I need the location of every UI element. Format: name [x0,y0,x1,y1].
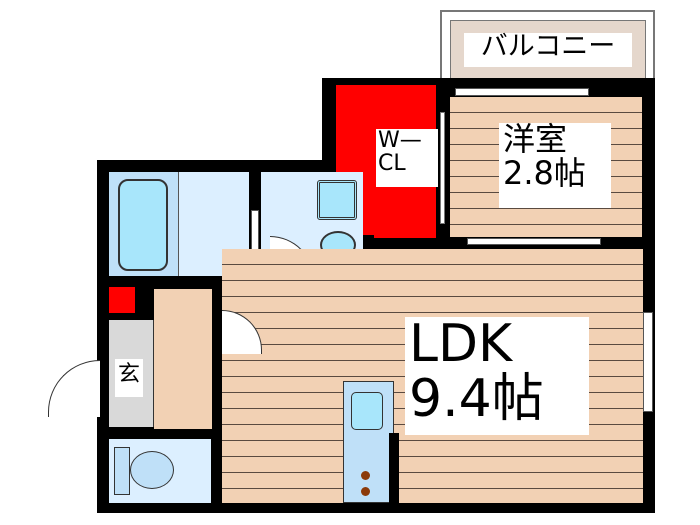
closet-label-line1: W— [378,128,422,153]
closet-label-line2: CL [378,151,406,177]
closet-label: W— CL [376,129,438,187]
bathtub [118,179,168,271]
entrance-label: 玄 [115,359,143,397]
stove-burner-1 [361,471,370,480]
western-room-sliding-door[interactable] [467,238,601,245]
ldk-size: 9.4帖 [409,368,544,429]
ldk-window[interactable] [643,312,653,412]
kitchen-sink [351,392,383,430]
western-room-size: 2.8帖 [503,153,586,192]
toilet-bowl [130,451,174,489]
closet-sliding-door[interactable] [440,112,445,224]
balcony-label: バルコニー [464,32,632,67]
balcony-window[interactable] [455,88,589,96]
western-room-name: 洋室 [503,120,568,158]
kitchen-partition [389,433,399,505]
ldk-name: LDK [409,314,513,374]
washbasin [317,180,357,220]
western-room-label: 洋室 2.8帖 [499,120,611,208]
ldk-label: LDK 9.4帖 [405,317,589,435]
shoe-storage [109,287,135,313]
front-door-swing[interactable] [48,360,100,417]
toilet-tank [114,447,130,495]
hallway [154,289,212,429]
stove-burner-2 [361,487,370,496]
